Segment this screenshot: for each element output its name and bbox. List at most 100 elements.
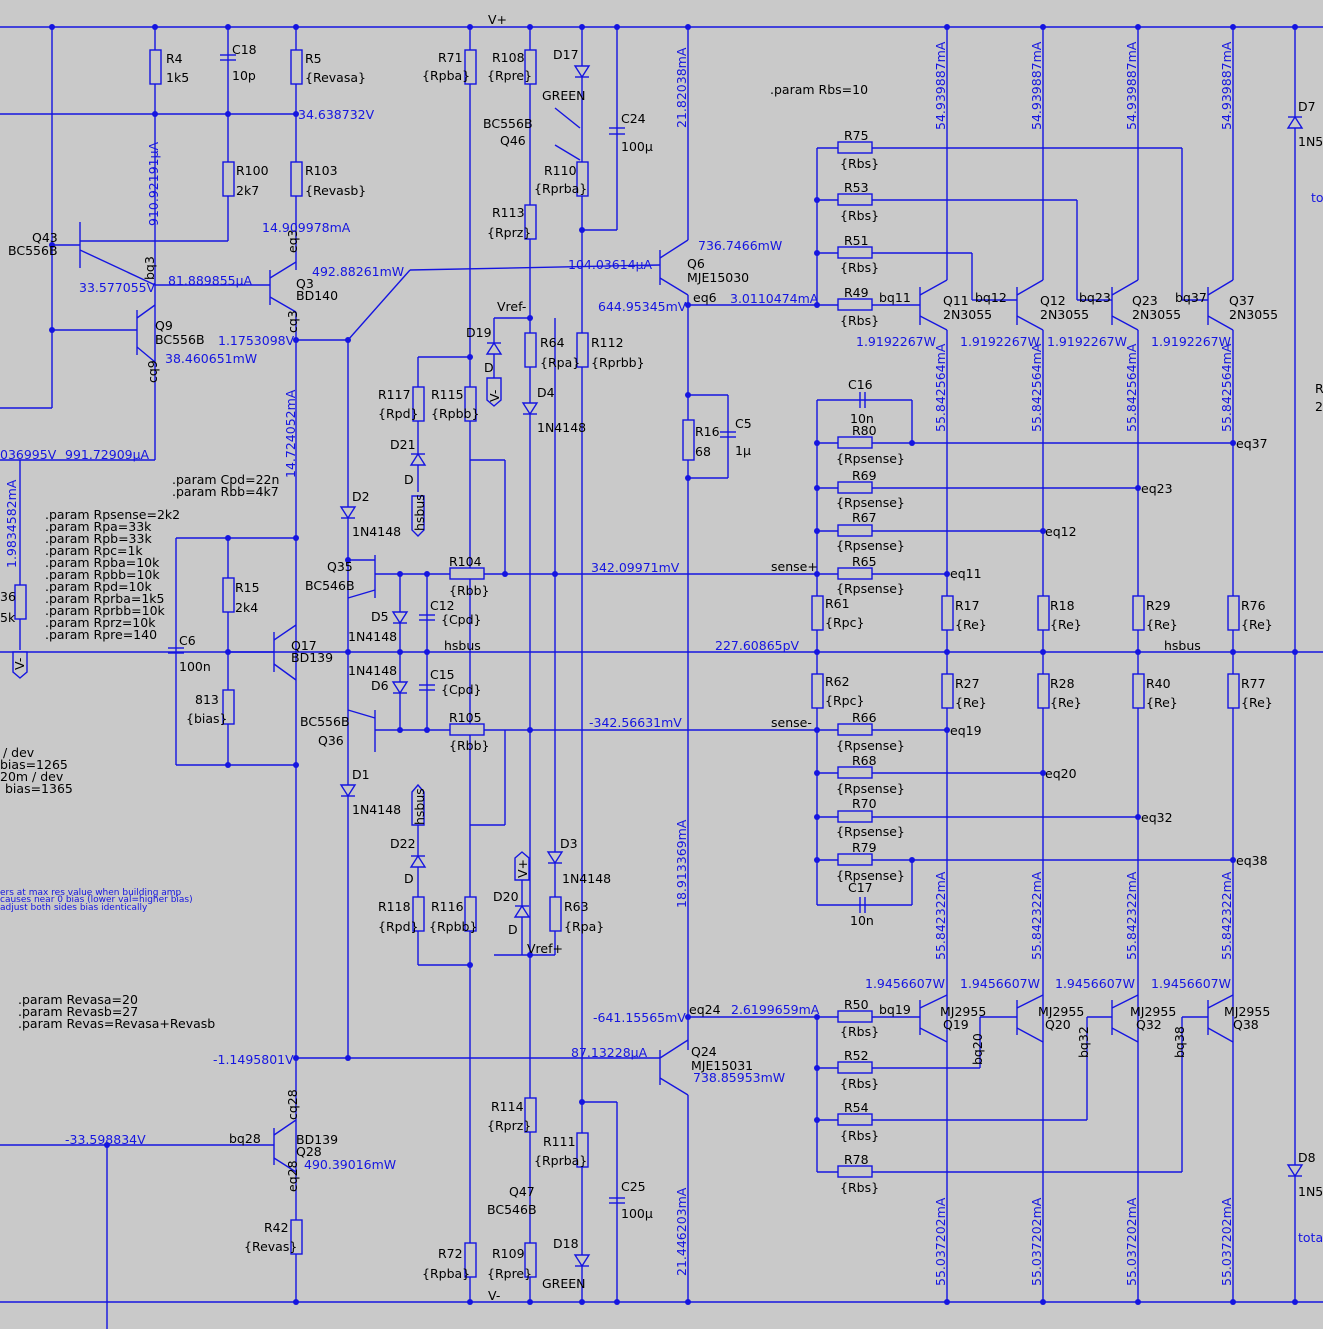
label-parts-r77-0: R77: [1241, 676, 1266, 691]
label-nets-eq20: eq20: [1045, 766, 1077, 781]
label-readings-v_1_175: 1.1753098V: [218, 333, 295, 348]
label-nets-cq28: cq28: [285, 1089, 300, 1120]
label-readings-i_1_98: 1.9834582mA: [4, 479, 19, 568]
label-readings-i_55_84h: 55.842322mA: [1219, 871, 1234, 960]
label-nets-bq23: bq23: [1079, 290, 1111, 305]
label-parts-r117-1: {Rpd}: [378, 406, 418, 421]
label-readings-edge_36: 36: [0, 589, 16, 604]
label-readings-i_55_84e: 55.842322mA: [933, 871, 948, 960]
label-parts-r69-0: R69: [852, 468, 877, 483]
label-notes-comment1: ers at max res value when building amp: [0, 888, 182, 898]
label-parts-r80-0: R80: [852, 423, 877, 438]
label-nets-eq11: eq11: [950, 566, 982, 581]
vminus-label: V-: [488, 1288, 500, 1303]
label-parts-r16-1: 68: [695, 444, 711, 459]
label-readings-i_14_90: 14.909978mA: [262, 220, 351, 235]
label-parts-d7-1: 1N5: [1298, 134, 1323, 149]
label-parts-q23-1: 2N3055: [1132, 307, 1181, 322]
label-parts-q32-1: MJ2955: [1130, 1004, 1176, 1019]
label-parts-r105-0: R105: [449, 710, 482, 725]
label-parts-q37-1: 2N3055: [1229, 307, 1278, 322]
label-parts-r118-0: R118: [378, 899, 411, 914]
label-parts-d17-0: D17: [553, 47, 579, 62]
param-rbs: .param Rbs=10: [770, 82, 868, 97]
label-parts-r54-1: {Rbs}: [840, 1128, 879, 1143]
label-parts-r66-1: {Rpsense}: [836, 738, 905, 753]
label-parts-c15-1: {Cpd}: [441, 682, 482, 697]
label-rails-vminus: V-: [12, 658, 27, 670]
label-parts-d7-0: D7: [1298, 99, 1316, 114]
label-parts-r813-0: 813: [195, 692, 219, 707]
label-parts-r27-0: R27: [955, 676, 980, 691]
label-readings-p_736: 736.7466mW: [698, 238, 782, 253]
label-readings-p_1_945c: 1.9456607W: [1055, 976, 1135, 991]
label-readings-v_m342: -342.56631mV: [589, 715, 682, 730]
label-parts-r115-0: R115: [431, 387, 464, 402]
label-readings-i_55_84a: 55.842564mA: [933, 343, 948, 432]
label-parts-r67-1: {Rpsense}: [836, 538, 905, 553]
label-parts-q9-1: BC556B: [155, 332, 205, 347]
label-parts-r68-0: R68: [852, 753, 877, 768]
label-parts-q32-0: Q32: [1136, 1017, 1162, 1032]
label-parts-q12-0: Q12: [1040, 293, 1066, 308]
label-readings-i_104: 104.03614µA: [568, 257, 653, 272]
label-parts-q38-0: Q38: [1233, 1017, 1259, 1032]
label-params-revas-2: .param Revas=Revasa+Revasb: [18, 1016, 215, 1031]
label-readings-v_036: 036995V: [0, 447, 57, 462]
label-parts-q24-1: MJE15031: [691, 1058, 753, 1073]
label-parts-r67-0: R67: [852, 510, 877, 525]
label-nets-bq32: bq32: [1076, 1026, 1091, 1058]
label-parts-d22-0: D22: [390, 836, 416, 851]
label-readings-p_1_945d: 1.9456607W: [1151, 976, 1231, 991]
label-parts-r100-0: R100: [236, 163, 269, 178]
label-parts-r65-1: {Rpsense}: [836, 581, 905, 596]
label-params-cpd: .param Cpd=22n: [172, 472, 279, 487]
label-parts-q12-1: 2N3055: [1040, 307, 1089, 322]
label-readings-p_1_945b: 1.9456607W: [960, 976, 1040, 991]
label-parts-q46-0: Q46: [500, 133, 526, 148]
label-parts-r54-0: R54: [844, 1100, 869, 1115]
label-parts-r75-1: {Rbs}: [840, 156, 879, 171]
label-parts-r49-0: R49: [844, 285, 869, 300]
component-bodies: [12, 49, 1304, 1278]
label-parts-c16-1: 10n: [850, 411, 874, 426]
label-params-rbb: .param Rbb=4k7: [172, 484, 279, 499]
label-notes-left4: bias=1365: [5, 781, 73, 796]
label-parts-r103-0: R103: [305, 163, 338, 178]
label-parts-r42-0: R42: [264, 1220, 289, 1235]
label-nets-hsbus: hsbus: [444, 638, 481, 653]
label-nets-hsbus: hsbus: [412, 494, 427, 531]
label-parts-r42-1: {Revas}: [244, 1239, 297, 1254]
param-list: .param Rpsense=2k2 .param Rpa=33k .param…: [45, 507, 180, 642]
label-readings-v_m33: -33.598834V: [65, 1132, 146, 1147]
label-parts-r117-0: R117: [378, 387, 411, 402]
label-readings-p_1_919b: 1.9192267W: [960, 334, 1040, 349]
label-readings-v_34: 34.638732V: [298, 107, 375, 122]
label-parts-r79-0: R79: [852, 840, 877, 855]
label-parts-q19-0: Q19: [943, 1017, 969, 1032]
label-parts-r108-0: R108: [492, 50, 525, 65]
label-nets-eq3: eq3: [285, 229, 300, 253]
label-nets-bq3: bq3: [142, 256, 157, 280]
label-parts-d20-0: D20: [493, 889, 519, 904]
label-readings-i_54d: 54.939887mA: [1219, 41, 1234, 130]
label-parts-r61-1: {Rpc}: [825, 615, 864, 630]
label-parts-r110-1: {Rprba}: [534, 181, 587, 196]
label-params-list-2: .param Rpb=33k: [45, 531, 152, 546]
label-parts-d1-1: 1N4148: [352, 802, 401, 817]
label-parts-r51-1: {Rbs}: [840, 260, 879, 275]
label-readings-i_55_03a: 55.037202mA: [933, 1197, 948, 1286]
junctions: [49, 24, 1298, 1305]
label-parts-q20-1: MJ2955: [1038, 1004, 1084, 1019]
label-nets-eq38: eq38: [1236, 853, 1268, 868]
label-parts-d18-1: GREEN: [542, 1276, 586, 1291]
label-parts-c18-0: C18: [232, 42, 257, 57]
label-nets-bq12: bq12: [975, 290, 1007, 305]
label-parts-r104-1: {Rbb}: [449, 583, 489, 598]
label-parts-q17-1: BD139: [291, 650, 333, 665]
label-parts-q35-1: BC546B: [305, 578, 355, 593]
label-parts-r72-1: {Rpba}: [422, 1266, 470, 1281]
label-parts-r79-1: {Rpsense}: [836, 868, 905, 883]
label-readings-i_55_84c: 55.842564mA: [1124, 343, 1139, 432]
